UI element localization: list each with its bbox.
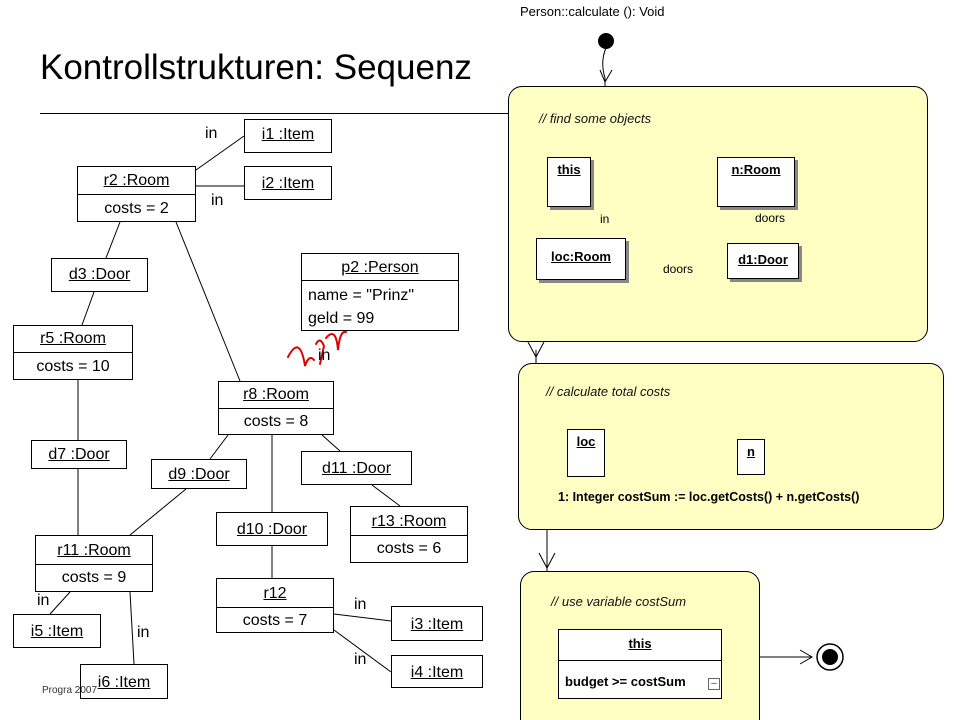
link-label-in: in (211, 192, 224, 209)
block3-comment: // use variable costSum (551, 594, 687, 609)
object-r8-room: r8 :Room costs = 8 (218, 381, 334, 435)
activity-block-find-objects: // find some objects this n:Room loc:Roo… (508, 86, 928, 342)
block3-this-constraint: this budget >= costSum – (558, 629, 722, 699)
object-d10-door: d10 :Door (216, 512, 328, 546)
object-i6-item: i6 :Item (80, 664, 168, 699)
page-title: Kontrollstrukturen: Sequenz (40, 48, 472, 87)
link-r2-d3 (105, 221, 121, 259)
link-label-in: in (354, 596, 367, 613)
link-label-in: in (354, 651, 367, 668)
initial-node-icon (598, 33, 614, 49)
link-r11-i6 (129, 591, 135, 665)
object-d3-door: d3 :Door (51, 258, 148, 292)
link-r2-r8 (175, 221, 241, 382)
link-d11-r13 (371, 484, 401, 507)
object-r12: r12 costs = 7 (216, 578, 334, 633)
block1-this-object: this (547, 157, 591, 207)
link-d3-r5 (81, 291, 95, 326)
object-i4-item: i4 :Item (391, 655, 483, 688)
object-r11-room: r11 :Room costs = 9 (35, 535, 153, 592)
link-r12-i3 (333, 613, 392, 622)
object-p2-person: p2 :Person name = "Prinz" geld = 99 (301, 253, 459, 331)
block1-d1-door-object: d1:Door (727, 243, 799, 279)
object-d11-door: d11 :Door (301, 451, 412, 485)
link-r8-d11 (321, 434, 341, 452)
red-handwritten-mark (287, 330, 347, 367)
link-r11-i5 (49, 591, 71, 615)
block2-loc-object: loc (567, 429, 605, 477)
footer-text: Progra 2007 (42, 685, 98, 696)
object-r13-room: r13 :Room costs = 6 (350, 506, 468, 563)
p2-attr-name: name = "Prinz" (308, 287, 415, 304)
object-i3-item: i3 :Item (391, 606, 483, 641)
block1-comment: // find some objects (539, 111, 651, 126)
object-d9-door: d9 :Door (151, 459, 247, 489)
collapse-icon[interactable]: – (708, 678, 720, 690)
link-label-in: in (205, 125, 218, 142)
block2-comment: // calculate total costs (546, 384, 671, 399)
block1-link-doors-bottom-label: doors (663, 262, 694, 276)
link-d9-r11 (129, 488, 187, 536)
link-label-in: in (37, 592, 50, 609)
block1-loc-room-object: loc:Room (536, 238, 626, 280)
block3-constraint-text: budget >= costSum (565, 674, 686, 689)
object-r2-room: r2 :Room costs = 2 (77, 166, 196, 222)
object-r5-room: r5 :Room costs = 10 (13, 325, 133, 380)
p2-attr-geld: geld = 99 (308, 310, 375, 327)
block1-link-doors-label: doors (755, 211, 786, 225)
object-i1-item: i1 :Item (244, 119, 332, 153)
link-label-in: in (318, 347, 331, 364)
title-underline (40, 113, 510, 114)
activity-block-calculate-costs: // calculate total costs loc n 1: Intege… (518, 363, 944, 530)
block1-link-in-label: in (600, 212, 610, 226)
final-node-icon (816, 643, 844, 671)
link-r2-i1 (195, 135, 245, 171)
link-r8-d9 (209, 434, 229, 460)
activity-block-use-costsum: // use variable costSum this budget >= c… (520, 571, 760, 720)
object-d7-door: d7 :Door (31, 440, 127, 469)
activity-caption: Person::calculate (): Void (520, 4, 665, 19)
block1-n-room-object: n:Room (717, 157, 795, 207)
object-i5-item: i5 :Item (13, 614, 101, 648)
block2-n-object: n (737, 439, 765, 475)
object-i2-item: i2 :Item (244, 166, 332, 200)
link-label-in: in (137, 624, 150, 641)
block2-statement: 1: Integer costSum := loc.getCosts() + n… (558, 490, 860, 504)
